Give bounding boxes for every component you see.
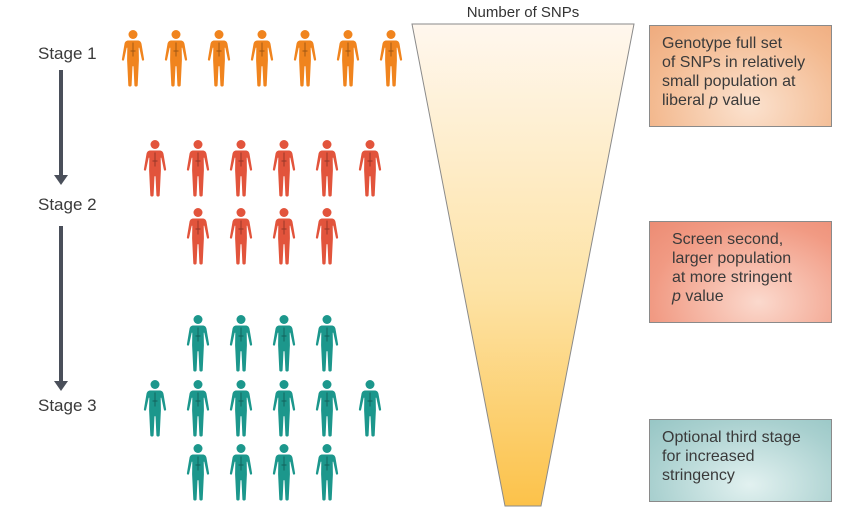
stage-1-description-line: small population at (662, 73, 796, 90)
person-icon (228, 139, 254, 197)
person-icon (185, 207, 211, 265)
stage-1-description-last-line: liberal p value (662, 91, 823, 110)
stage-1-description-line: Genotype full set (662, 35, 783, 52)
stage-3-description-line: for increased (662, 448, 755, 465)
stage-2-description-last-line: p value (672, 287, 823, 306)
stage-1-description-box: Genotype full set of SNPs in relatively … (649, 25, 832, 127)
person-icon (271, 139, 297, 197)
stage-2-description-line: larger population (672, 250, 792, 267)
person-icon (378, 29, 404, 87)
stage-2-description-line: at more stringent (672, 269, 793, 286)
person-icon (271, 207, 297, 265)
stage-2-last-suffix: value (680, 288, 724, 305)
stage-1-last-prefix: liberal (662, 92, 710, 109)
person-icon (314, 207, 340, 265)
stage-2-to-3-arrow (54, 226, 68, 391)
stage-1-last-suffix: value (718, 92, 761, 109)
stage-3-description-line: Optional third stage (662, 429, 801, 446)
person-icon (228, 314, 254, 372)
person-icon (185, 443, 211, 501)
person-icon (271, 379, 297, 437)
stage-1-description-line: of SNPs in relatively (662, 54, 806, 71)
person-icon (249, 29, 275, 87)
person-icon (163, 29, 189, 87)
stage-3-label: Stage 3 (38, 396, 97, 415)
person-icon (142, 139, 168, 197)
person-icon (228, 443, 254, 501)
funnel-shape (411, 23, 635, 507)
person-icon (228, 207, 254, 265)
person-icon (314, 314, 340, 372)
stage-1-to-2-arrow (54, 70, 68, 185)
person-icon (271, 443, 297, 501)
person-icon (335, 29, 361, 87)
stage-2-label: Stage 2 (38, 195, 97, 214)
person-icon (185, 379, 211, 437)
person-icon (142, 379, 168, 437)
person-icon (357, 379, 383, 437)
stage-2-description-box: Screen second, larger population at more… (649, 221, 832, 323)
person-icon (228, 379, 254, 437)
person-icon (357, 139, 383, 197)
stage-3-description-box: Optional third stage for increased strin… (649, 419, 832, 502)
person-icon (314, 139, 340, 197)
person-icon (292, 29, 318, 87)
person-icon (185, 314, 211, 372)
person-icon (185, 139, 211, 197)
stage-2-description-line: Screen second, (672, 231, 784, 248)
person-icon (120, 29, 146, 87)
person-icon (314, 443, 340, 501)
funnel-title: Number of SNPs (466, 4, 580, 21)
person-icon (314, 379, 340, 437)
person-icon (271, 314, 297, 372)
stage-2-p-symbol: p (672, 288, 681, 305)
stage-3-description-line: stringency (662, 467, 735, 484)
stage-1-label: Stage 1 (38, 44, 97, 63)
person-icon (206, 29, 232, 87)
stage-1-p-symbol: p (709, 92, 719, 109)
